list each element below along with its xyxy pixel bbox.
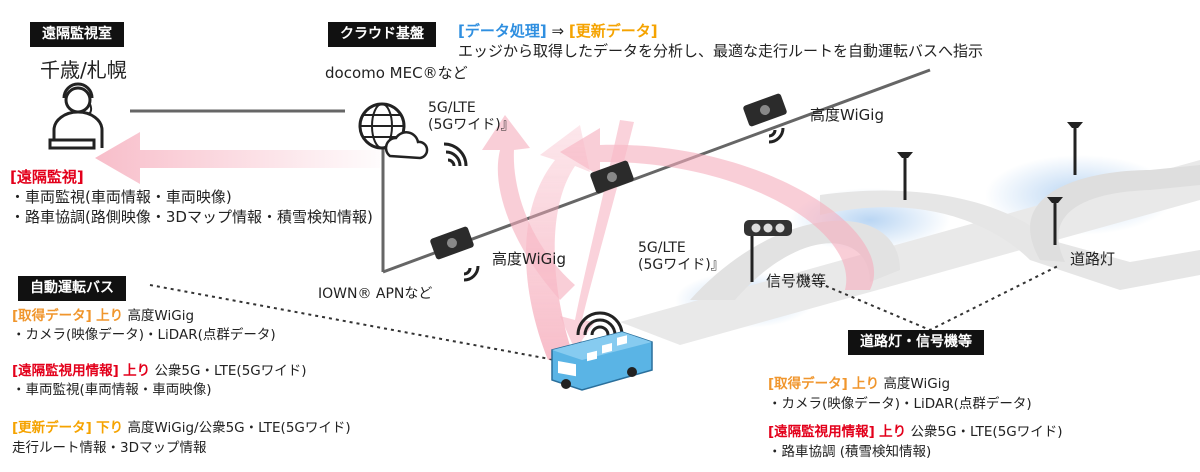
roadside-acquired-net: 高度WiGig xyxy=(883,376,951,392)
lte-top-label-1: 5G/LTE xyxy=(428,100,476,116)
bus-update-net: 高度WiGig/公衆5G・LTE(5Gワイド) xyxy=(127,420,351,436)
lte-mid-label-1: 5G/LTE xyxy=(638,240,686,256)
bus-acquired-heading: [取得データ] xyxy=(12,308,92,324)
globe-cloud-icon xyxy=(358,102,429,160)
bus-badge: 自動運転バス xyxy=(18,276,126,301)
cloud-badge: クラウド基盤 xyxy=(328,22,436,47)
wigig-unit-1 xyxy=(430,226,474,260)
bus-monitor-net: 公衆5G・LTE(5Gワイド) xyxy=(154,363,307,379)
bus-monitor-line: ・車両監視(車両情報・車両映像) xyxy=(12,382,212,398)
link-bus-dotted xyxy=(149,284,556,361)
operator-icon xyxy=(48,82,104,150)
streetlight-icon-1 xyxy=(897,152,913,200)
bus-update-dir: 下り xyxy=(96,420,124,436)
iown-label: IOWN® APNなど xyxy=(318,286,433,302)
arrow-bus-up-1 xyxy=(525,125,590,360)
remote-monitor-line-2: ・路車協調(路側映像・3Dマップ情報・積雪検知情報) xyxy=(10,208,373,226)
link-fiber-backbone xyxy=(382,68,931,274)
roadside-monitor-line: ・路車協調 (積雪検知情報) xyxy=(768,444,932,460)
roadside-acquired-heading: [取得データ] xyxy=(768,376,848,392)
wigig-label-right: 高度WiGig xyxy=(810,106,884,124)
streetlight-icon-3 xyxy=(1047,197,1063,245)
lte-mid-label-2: (5Gワイド)』 xyxy=(638,257,725,273)
bus-acquired-net: 高度WiGig xyxy=(127,308,195,324)
data-processing-label: [データ処理] xyxy=(458,22,547,40)
remote-room-badge: 遠隔監視室 xyxy=(30,22,124,47)
mec-label: docomo MEC®など xyxy=(325,64,468,82)
streetlight-label: 道路灯 xyxy=(1070,250,1116,268)
bus-monitor-heading: [遠隔監視用情報] xyxy=(12,363,119,379)
flow-arrow: ⇒ xyxy=(551,22,565,40)
signal-label: 信号機等 xyxy=(766,272,827,290)
arrow-bus-up-2 xyxy=(482,115,575,300)
roadside-monitor-dir: 上り xyxy=(879,424,907,440)
roadside-acquired-dir: 上り xyxy=(852,376,880,392)
wigig-unit-3 xyxy=(743,93,787,127)
update-data-label: [更新データ] xyxy=(568,22,658,40)
bus-update-heading: [更新データ] xyxy=(12,420,92,436)
wireless-wave-icons xyxy=(443,127,785,358)
arrow-road-to-cloud xyxy=(560,128,875,290)
bus-acquired-line: ・カメラ(映像データ)・LiDAR(点群データ) xyxy=(12,327,276,343)
streetlight-icon-2 xyxy=(1067,122,1083,175)
wigig-label-left: 高度WiGig xyxy=(492,250,566,268)
bus-monitor-dir: 上り xyxy=(123,363,151,379)
bus-update-line: 走行ルート情報・3Dマップ情報 xyxy=(12,440,207,456)
autonomous-bus-icon xyxy=(551,331,653,391)
roadside-monitor-net: 公衆5G・LTE(5Gワイド) xyxy=(910,424,1063,440)
roadside-badge: 道路灯・信号機等 xyxy=(848,330,984,355)
roadside-monitor-heading: [遠隔監視用情報] xyxy=(768,424,875,440)
remote-monitor-line-1: ・車両監視(車両情報・車両映像) xyxy=(10,188,232,206)
traffic-signal-icon xyxy=(744,220,792,282)
wigig-unit-2 xyxy=(590,160,634,194)
remote-room-location: 千歳/札幌 xyxy=(40,58,127,82)
roadside-acquired-line: ・カメラ(映像データ)・LiDAR(点群データ) xyxy=(768,396,1032,412)
lte-top-label-2: (5Gワイド)』 xyxy=(428,117,515,133)
cloud-description: エッジから取得したデータを分析し、最適な走行ルートを自動運転バスへ指示 xyxy=(458,42,984,60)
remote-monitor-heading: [遠隔監視] xyxy=(10,168,84,186)
bus-acquired-dir: 上り xyxy=(96,308,124,324)
arrow-to-remote xyxy=(95,132,380,184)
